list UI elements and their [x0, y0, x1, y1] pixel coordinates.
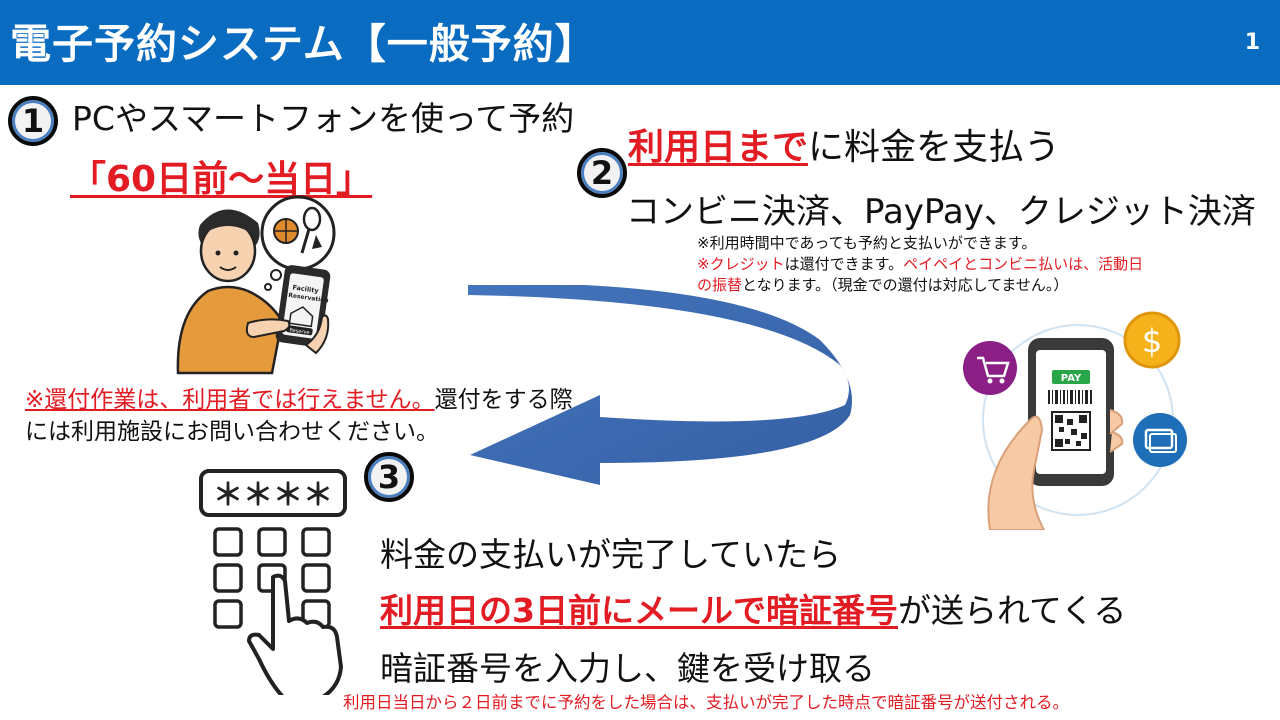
person-body	[176, 285, 284, 375]
keypad-code: ＊＊＊＊	[213, 478, 333, 513]
refund-warning: ※還付作業は、利用者では行えません。	[25, 387, 435, 413]
slide-title: 電子予約システム【一般予約】	[10, 20, 597, 68]
step-3-line-1: 料金の支払いが完了していたら	[380, 535, 842, 574]
payment-note-2d: ペイペイとコンビニ払いは、活動日	[903, 255, 1144, 273]
flow-arrow	[468, 285, 853, 485]
step-2-heading: 利用日までに料金を支払う	[628, 118, 1060, 170]
phone-text-facility: Facility	[292, 283, 320, 295]
currency-symbol: $	[1142, 322, 1162, 360]
cart-icon	[963, 341, 1017, 395]
step-1-period: 「60日前～当日」	[70, 159, 373, 200]
coin-icon	[1123, 311, 1181, 369]
refund-text-2: には利用施設にお問い合わせください。	[25, 419, 439, 445]
page-number: 1	[1244, 30, 1260, 55]
phone-reserve-button: Reserve	[289, 327, 310, 336]
refund-text-1: 還付をする際	[434, 387, 573, 413]
payment-note-3b: となります。（現金での還付は対応してません。）	[742, 276, 1069, 294]
step-3-line-2-rest: が送られてくる	[897, 591, 1127, 630]
keypad-illustration: ＊＊＊＊	[199, 469, 347, 695]
barcode	[1048, 390, 1092, 404]
shuttlecock-icon	[312, 235, 322, 249]
pay-label: PAY	[1061, 373, 1082, 384]
step-3-line-3: 暗証番号を入力し、鍵を受け取る	[380, 649, 875, 688]
payment-methods: コンビニ決済、PayPay、クレジット決済	[626, 192, 1256, 232]
step-1-text: PCやスマートフォンを使って予約	[72, 99, 575, 138]
step-3-line-2-em: 利用日の3日前にメールで暗証番号	[380, 591, 898, 630]
qr-code	[1051, 411, 1091, 451]
payment-notes: ※利用時間中であっても予約と支払いができます。 ※クレジットは還付できます。ペイ…	[697, 233, 1143, 296]
racket-icon	[302, 206, 322, 232]
step-2-heading-em: 利用日まで	[628, 127, 809, 168]
step-3-line-2: 利用日の3日前にメールで暗証番号が送られてくる	[380, 584, 1126, 632]
refund-notice: ※還付作業は、利用者では行えません。還付をする際 には利用施設にお問い合わせくだ…	[25, 384, 573, 448]
payment-illustration: $ PAY	[963, 311, 1187, 530]
step-3-footnote: 利用日当日から２日前までに予約をした場合は、支払いが完了した時点で暗証番号が送付…	[343, 693, 1069, 712]
step-1-badge: 1	[8, 96, 58, 146]
payment-note-1: ※利用時間中であっても予約と支払いができます。	[697, 234, 1037, 252]
card-icon	[1133, 413, 1187, 467]
hand	[987, 415, 1046, 530]
pointing-hand-icon	[247, 573, 343, 695]
step-2-heading-rest: に料金を支払う	[808, 127, 1061, 168]
person-phone-illustration: Facility Reservation Reserve	[176, 195, 336, 375]
payment-note-2c: できます。	[829, 255, 904, 273]
payment-note-3a: の振替	[697, 276, 743, 294]
payment-note-2b: は還付	[784, 255, 830, 273]
step-3-badge: 3	[364, 452, 414, 502]
payment-note-2a: ※クレジット	[697, 255, 785, 273]
slide-header: 電子予約システム【一般予約】 1	[0, 0, 1280, 85]
keypad-display	[199, 469, 347, 517]
step-2-badge: 2	[577, 148, 627, 198]
